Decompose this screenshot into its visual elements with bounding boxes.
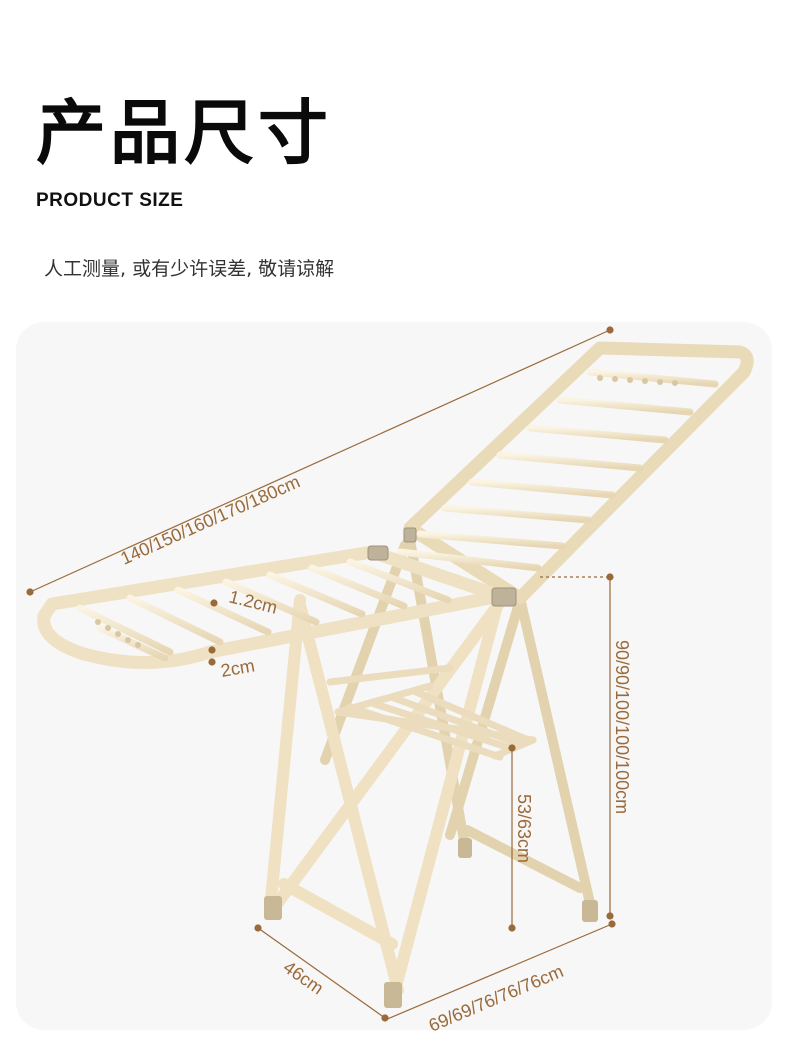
height-label: 90/90/100/100/100cm	[612, 640, 632, 814]
dimension-lines	[26, 326, 616, 1022]
drying-rack	[37, 341, 754, 1008]
page-subtitle: PRODUCT SIZE	[36, 190, 184, 211]
depth-label: 46cm	[280, 957, 328, 999]
frame-width-label: 2cm	[219, 655, 256, 681]
length-label: 140/150/160/170/180cm	[117, 471, 303, 568]
page-title: 产品尺寸	[36, 92, 332, 174]
base-width-label: 69/69/76/76/76cm	[426, 961, 566, 1036]
measurement-note: 人工测量, 或有少许误差, 敬请谅解	[44, 258, 335, 280]
shelf-height-label: 53/63cm	[514, 794, 534, 863]
